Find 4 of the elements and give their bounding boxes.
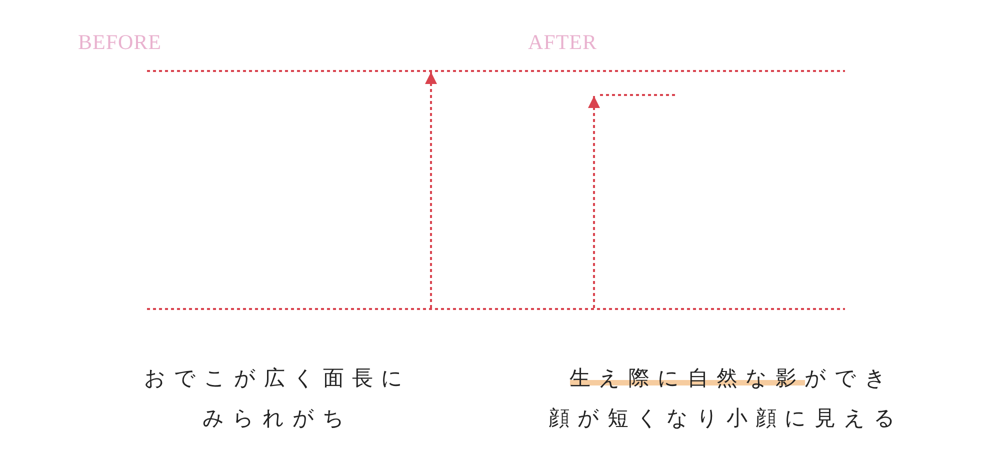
column-heading: AFTER — [528, 30, 598, 55]
caption-text: おでこが広く面長にみられがち — [143, 365, 412, 432]
column-heading: BEFORE — [78, 30, 162, 55]
caption-text: 生え際に自然な影ができ顔が短くなり小顔に見える — [548, 365, 904, 432]
